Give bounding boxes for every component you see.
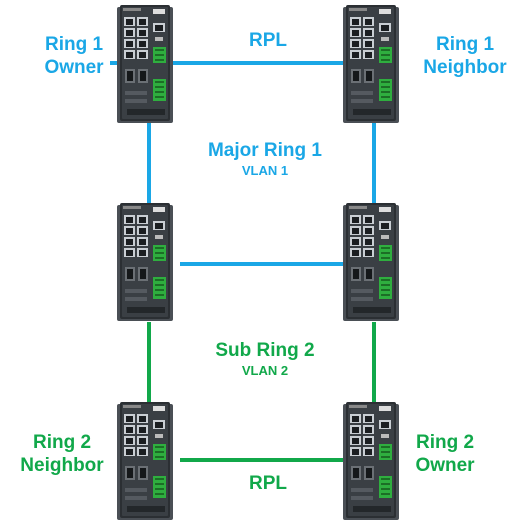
- major-ring-left-link: [147, 122, 151, 204]
- sub-ring-left-link: [147, 322, 151, 404]
- ring2-owner-label-line2: Owner: [415, 454, 475, 476]
- major-ring-label: Major Ring 1 VLAN 1: [185, 140, 345, 178]
- sub-ring-title: Sub Ring 2: [215, 340, 315, 361]
- switch-ring2-neighbor: [117, 402, 173, 520]
- major-ring-top-link: [110, 61, 348, 65]
- major-ring-title: Major Ring 1: [207, 140, 322, 161]
- ring1-neighbor-label-line2: Neighbor: [423, 56, 507, 78]
- industrial-switch-icon: [117, 5, 173, 123]
- major-ring-vlan: VLAN 1: [241, 162, 289, 178]
- switch-middle-left: [117, 203, 173, 321]
- ring2-owner-label: Ring 2 Owner: [405, 432, 485, 478]
- sub-ring-vlan: VLAN 2: [241, 362, 289, 378]
- industrial-switch-icon: [117, 402, 173, 520]
- ring2-neighbor-label: Ring 2 Neighbor: [12, 432, 112, 478]
- sub-ring-right-link: [372, 322, 376, 404]
- top-rpl-label: RPL: [249, 30, 287, 51]
- major-ring-right-link: [372, 122, 376, 204]
- sub-ring-label: Sub Ring 2 VLAN 2: [185, 340, 345, 378]
- industrial-switch-icon: [343, 402, 399, 520]
- industrial-switch-icon: [117, 203, 173, 321]
- ring1-owner-label: Ring 1 Owner: [34, 34, 114, 80]
- ring2-owner-label-line1: Ring 2: [415, 432, 475, 453]
- ring1-owner-label-line1: Ring 1: [44, 34, 104, 55]
- industrial-switch-icon: [343, 203, 399, 321]
- ring1-owner-label-line2: Owner: [44, 56, 104, 78]
- ring2-neighbor-label-line1: Ring 2: [32, 432, 92, 453]
- industrial-switch-icon: [343, 5, 399, 123]
- ring1-neighbor-label: Ring 1 Neighbor: [410, 34, 520, 80]
- ring2-neighbor-label-line2: Neighbor: [20, 454, 104, 476]
- sub-ring-bottom-link: [180, 458, 348, 462]
- bottom-rpl-label: RPL: [249, 473, 287, 494]
- ring1-neighbor-label-line1: Ring 1: [435, 34, 495, 55]
- major-ring-middle-link: [180, 262, 348, 266]
- switch-ring2-owner: [343, 402, 399, 520]
- switch-ring1-neighbor: [343, 5, 399, 123]
- switch-ring1-owner: [117, 5, 173, 123]
- switch-middle-right: [343, 203, 399, 321]
